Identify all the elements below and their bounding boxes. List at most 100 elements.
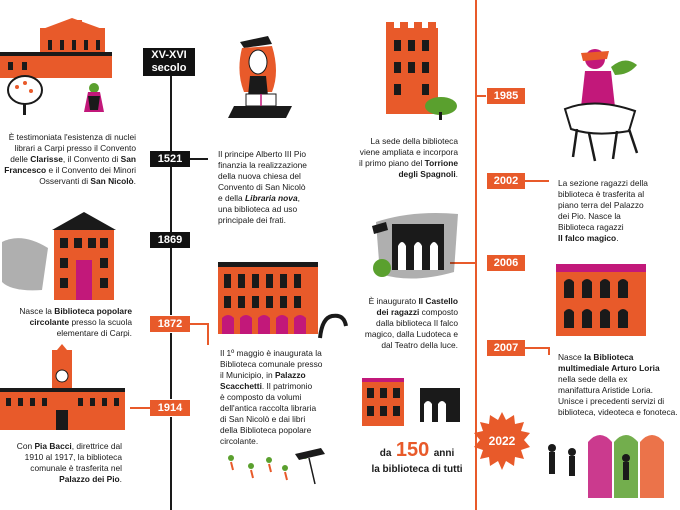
text-1914-line: 1910 al 1917, la biblioteca <box>24 452 122 462</box>
timeline-tag-1869: 1869 <box>150 232 190 248</box>
text-2007: Nasce la Biblioteca multimediale Arturo … <box>558 352 678 418</box>
dotted-texture <box>2 238 48 291</box>
connector-2007 <box>524 347 549 349</box>
anniv-da: da <box>379 448 392 459</box>
burst-2022-badge <box>474 412 530 470</box>
timeline-tag-xv-xvi: XV-XVI secolo <box>143 48 195 76</box>
connector-1872-v <box>207 323 209 345</box>
year-1985: 1985 <box>493 90 519 102</box>
text-span: . <box>616 233 619 243</box>
text-xv-line: librari a Carpi presso il Convento <box>14 143 137 153</box>
text-bold: Il Castello <box>418 296 458 306</box>
text-bold: Clarisse <box>30 154 63 164</box>
year-2006: 2006 <box>493 257 519 269</box>
text-2006-line: dalla biblioteca Il falco <box>376 318 458 328</box>
text-1521: Il principe Alberto III Pio finanzia la … <box>218 149 338 226</box>
text-1872-line: è composto da volumi <box>220 392 302 402</box>
text-2002-line: Biblioteca ragazzi <box>558 222 624 232</box>
text-1872-line: della Biblioteca popolare <box>220 425 312 435</box>
text-bold: Palazzo <box>274 370 306 380</box>
text-span: . <box>133 176 136 186</box>
connector-1985 <box>476 95 486 97</box>
text-bold: Biblioteca popolare <box>54 306 132 316</box>
anniversary-buildings-illustration <box>362 378 460 426</box>
text-2002-line: biblioteca è trasferita al <box>558 189 645 199</box>
text-span: Con <box>16 441 35 451</box>
text-xv-line: È testimoniata l'esistenza di nuclei <box>8 132 136 142</box>
timeline-left-line <box>170 75 172 510</box>
connector-1872 <box>190 323 208 325</box>
year-1521: 1521 <box>157 153 183 165</box>
connector-1914 <box>130 407 150 409</box>
text-bold: Francesco <box>4 165 47 175</box>
text-bold: Pia Bacci <box>34 441 72 451</box>
timeline-tag-2007: 2007 <box>486 339 526 357</box>
timeline-tag-2002: 2002 <box>486 172 526 190</box>
text-bold: Palazzo dei Pio <box>59 474 120 484</box>
connector-2002 <box>524 180 549 182</box>
small-figures-illustration <box>228 448 325 485</box>
falcon-rider-illustration <box>563 49 639 162</box>
tag-label-xv: XV-XVI <box>151 49 187 61</box>
text-span: e della <box>218 193 246 203</box>
connector-1521 <box>190 158 208 160</box>
year-2002: 2002 <box>493 175 519 187</box>
text-span: . Il patrimonio <box>261 381 313 391</box>
text-bold: circolante <box>29 317 70 327</box>
year-2007: 2007 <box>493 342 519 354</box>
text-bold: dei ragazzi <box>376 307 420 317</box>
text-bold: Torrione <box>424 158 458 168</box>
palazzo-dei-pio-illustration <box>0 344 125 430</box>
text-1872-line: Il 1º maggio è inaugurata la <box>220 348 322 358</box>
year-1872: 1872 <box>157 318 183 330</box>
text-1872-line: Biblioteca comunale presso <box>220 359 323 369</box>
text-1985-line: viene ampliata e incorpora <box>359 147 458 157</box>
text-span: , il Convento di <box>62 154 121 164</box>
text-1521-line: Il principe Alberto III Pio <box>218 149 306 159</box>
text-bold: San Nicolò <box>90 176 134 186</box>
year-1914: 1914 <box>157 402 183 414</box>
text-2006: È inaugurato Il Castello dei ragazzi com… <box>340 296 458 351</box>
text-bold: la Biblioteca <box>584 352 634 362</box>
manifattura-loria-illustration <box>556 264 646 336</box>
text-span: delle <box>10 154 31 164</box>
timeline-tag-1872: 1872 <box>149 315 191 333</box>
text-span: Nasce la <box>19 306 55 316</box>
alberto-pio-illustration <box>228 36 292 118</box>
text-2002-line: La sezione ragazzi della <box>558 178 648 188</box>
text-2007-line: Unisce i precedenti servizi di <box>558 396 665 406</box>
text-2002: La sezione ragazzi della biblioteca è tr… <box>558 178 676 244</box>
text-bold: multimediale Arturo Loria <box>558 363 660 373</box>
timeline-tag-1521: 1521 <box>150 151 190 167</box>
text-1914: Con Pia Bacci, direttrice dal 1910 al 19… <box>0 441 122 485</box>
text-span: composto <box>419 307 458 317</box>
text-span: . <box>455 169 458 179</box>
text-span: il Municipio, in <box>220 370 275 380</box>
text-1521-line: della nuova chiesa del <box>218 171 301 181</box>
text-1985: La sede della biblioteca viene ampliata … <box>340 136 458 180</box>
tree-illustration <box>7 75 43 115</box>
text-1521-line: finanzia la realizzazione <box>218 160 307 170</box>
text-span: il primo piano del <box>359 158 425 168</box>
anniv-number: 150 <box>395 439 430 461</box>
text-1872-line: di San Nicolò e dai libri <box>220 414 306 424</box>
text-1985-line: La sede della biblioteca <box>370 136 458 146</box>
tag-label-secolo: secolo <box>151 62 187 74</box>
timeline-tag-1914: 1914 <box>149 399 191 417</box>
text-2002-line: dei Pio. Nasce la <box>558 211 621 221</box>
text-1914-line: comunale è trasferita nel <box>30 463 122 473</box>
text-2007-line: nella sede della ex <box>558 374 628 384</box>
timeline-right-line <box>475 0 477 510</box>
text-2006-line: dal Teatro della luce. <box>381 340 458 350</box>
text-2002-line: piano terra del Palazzo <box>558 200 644 210</box>
text-1869-line: elementare di Carpi. <box>56 328 132 338</box>
text-2007-line: manifattura Aristide Loria. <box>558 385 653 395</box>
year-1869: 1869 <box>157 234 183 246</box>
text-1521-line: Convento di San Nicolò <box>218 182 306 192</box>
text-2007-line: biblioteca, videoteca e fonoteca. <box>558 407 678 417</box>
text-bold: degli Spagnoli <box>398 169 456 179</box>
connector-2007-v <box>548 347 550 355</box>
text-1872: Il 1º maggio è inaugurata la Biblioteca … <box>220 348 340 447</box>
year-2022: 2022 <box>488 434 516 448</box>
bush-illustration <box>425 97 457 120</box>
